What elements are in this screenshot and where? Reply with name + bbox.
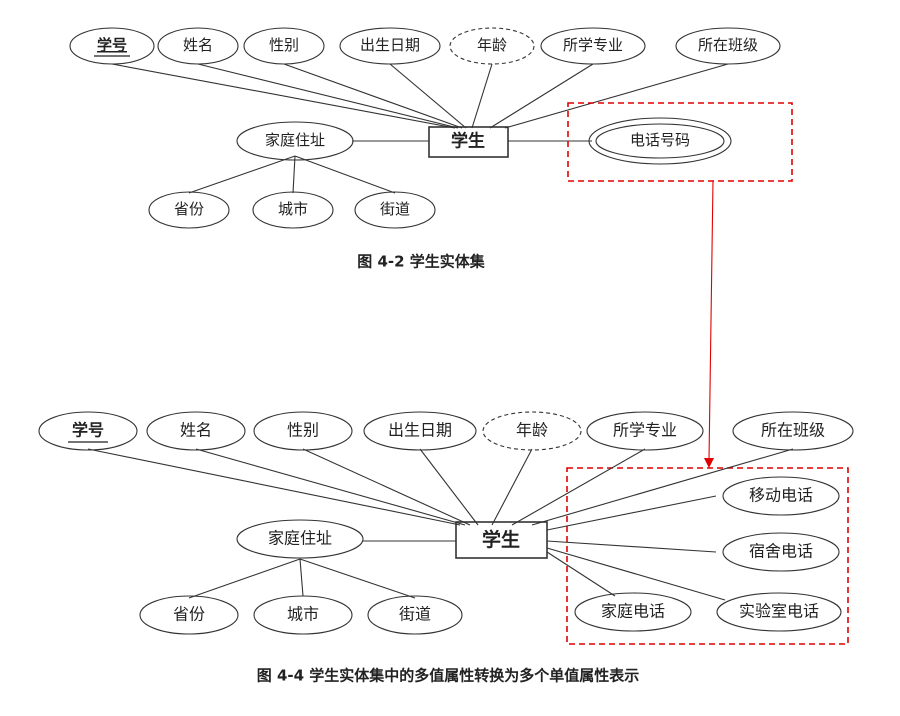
fig1-attr-province	[148, 191, 230, 229]
highlight-arrowhead	[704, 458, 714, 468]
fig1-attr-age	[449, 27, 535, 65]
fig1-attr-birthdate	[339, 27, 441, 65]
figure-4-4-labels: 学号 姓名 性别 出生日期 年龄 所学专业 所在班级 家庭住址 省份 城市 街道…	[68, 421, 825, 685]
fig1-attr-city	[252, 191, 334, 229]
fig2-entity-label: 学生	[482, 528, 520, 551]
fig1-label-major: 所学专业	[563, 36, 623, 54]
fig1-label-class: 所在班级	[698, 36, 758, 54]
fig2-label-home-phone: 家庭电话	[601, 602, 665, 621]
fig1-label-gender: 性别	[269, 36, 299, 54]
fig2-label-address: 家庭住址	[268, 529, 332, 548]
fig2-attr-home-phone	[574, 592, 692, 632]
figure-4-4	[38, 411, 854, 635]
fig2-attr-class	[732, 411, 854, 451]
fig1-attr-major	[540, 27, 646, 65]
fig1-attr-phone-inner	[595, 123, 725, 159]
fig2-label-class: 所在班级	[761, 421, 825, 440]
fig1-attr-street	[354, 191, 436, 229]
fig2-attr-street	[367, 595, 463, 635]
fig1-label-age: 年龄	[477, 36, 507, 54]
fig1-attr-address	[236, 121, 354, 161]
fig1-label-name: 姓名	[183, 36, 213, 54]
fig2-label-mobile: 移动电话	[749, 486, 813, 505]
fig1-attr-class	[675, 27, 781, 65]
fig1-label-city: 城市	[278, 200, 308, 218]
fig1-label-province: 省份	[174, 200, 204, 218]
fig1-attr-phone-outer	[588, 117, 732, 165]
fig1-label-id: 学号	[97, 36, 127, 54]
fig1-label-birthdate: 出生日期	[360, 36, 420, 54]
fig2-attr-mobile	[722, 476, 840, 516]
fig2-label-name: 姓名	[180, 421, 212, 440]
highlight-box-bottom	[566, 467, 849, 645]
highlight-annotation	[566, 102, 849, 645]
fig2-attr-birthdate	[363, 411, 477, 451]
fig2-attr-dorm-phone	[722, 532, 840, 572]
fig2-attr-address	[236, 519, 364, 559]
figure-4-2	[69, 27, 781, 229]
fig2-label-province: 省份	[173, 605, 205, 624]
fig1-edges	[111, 63, 729, 194]
figure-4-2-labels: 学号 姓名 性别 出生日期 年龄 所学专业 所在班级 家庭住址 省份 城市 街道…	[94, 36, 758, 271]
fig2-label-gender: 性别	[287, 421, 319, 440]
fig2-entity-box	[455, 521, 548, 559]
fig2-attr-id	[38, 411, 138, 451]
fig2-attr-city	[253, 595, 353, 635]
fig1-attr-name	[157, 27, 239, 65]
fig1-entity-label: 学生	[451, 131, 485, 152]
fig1-label-street: 街道	[380, 200, 410, 218]
fig1-entity-box	[428, 126, 509, 158]
fig2-attr-gender	[253, 411, 353, 451]
fig2-edges	[87, 448, 794, 601]
fig1-attr-gender	[243, 27, 325, 65]
fig2-attr-major	[586, 411, 704, 451]
fig1-label-address: 家庭住址	[265, 131, 325, 149]
highlight-connector	[708, 180, 714, 461]
fig2-attr-age	[482, 411, 582, 451]
fig1-label-phone: 电话号码	[630, 131, 690, 149]
fig2-caption: 图 4-4 学生实体集中的多值属性转换为多个单值属性表示	[257, 667, 640, 685]
fig2-label-birthdate: 出生日期	[388, 421, 452, 440]
fig1-attr-id	[69, 27, 155, 65]
fig2-attr-name	[146, 411, 246, 451]
fig2-label-age: 年龄	[516, 421, 548, 440]
fig2-label-city: 城市	[287, 605, 319, 624]
highlight-box-top	[567, 102, 793, 182]
fig2-label-dorm-phone: 宿舍电话	[749, 542, 813, 561]
fig2-label-lab-phone: 实验室电话	[739, 602, 819, 621]
fig2-label-major: 所学专业	[613, 421, 677, 440]
fig2-attr-province	[139, 595, 239, 635]
fig1-caption: 图 4-2 学生实体集	[357, 253, 486, 271]
fig2-attr-lab-phone	[716, 592, 842, 632]
fig2-label-street: 街道	[399, 605, 431, 624]
fig2-label-id: 学号	[72, 421, 104, 440]
